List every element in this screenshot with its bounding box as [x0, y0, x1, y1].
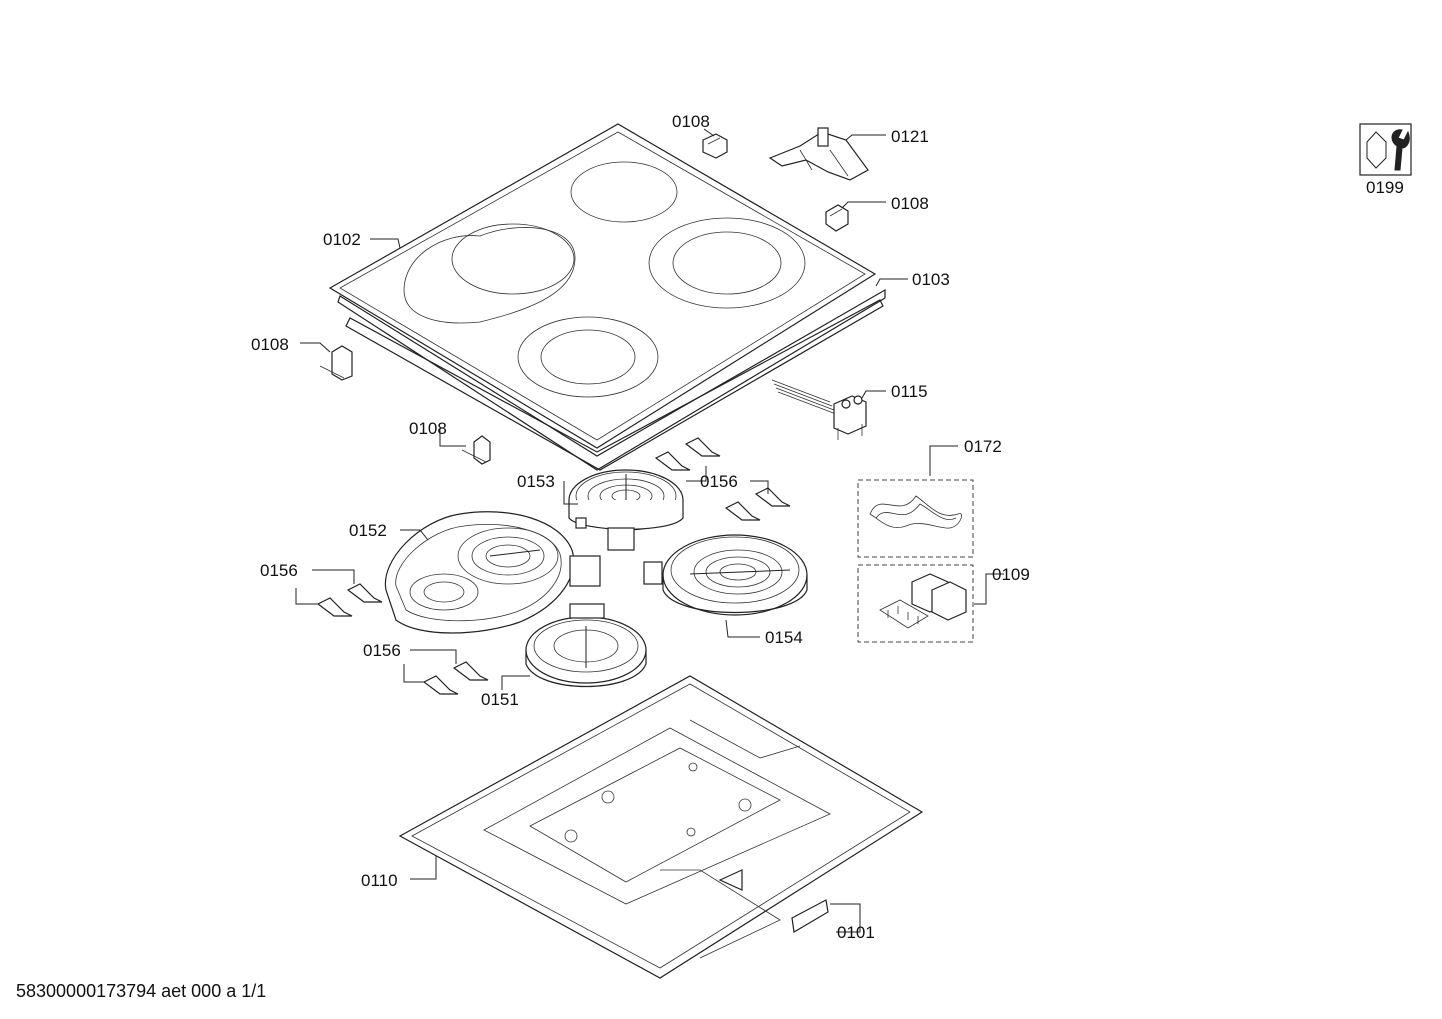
- leader-lines: [295, 128, 1004, 933]
- spring-0156-b[interactable]: [724, 487, 791, 521]
- label-0152: 0152: [349, 521, 387, 540]
- clip-0108-left[interactable]: [319, 345, 353, 381]
- label-0108-lower: 0108: [409, 419, 447, 438]
- clip-0108-right[interactable]: [825, 204, 849, 232]
- document-footer: 58300000173794 aet 000 a 1/1: [16, 981, 267, 1001]
- label-0102: 0102: [323, 230, 361, 249]
- clip-0108-top[interactable]: [702, 133, 728, 159]
- radiant-heater-0153[interactable]: [568, 469, 684, 551]
- radiant-heater-0154[interactable]: [643, 534, 808, 616]
- clip-0108-lower[interactable]: [461, 435, 491, 465]
- glass-ceramic-hob-0102[interactable]: [328, 123, 877, 449]
- label-0151: 0151: [481, 690, 519, 709]
- label-0156-left: 0156: [260, 561, 298, 580]
- label-0115: 0115: [891, 382, 928, 401]
- base-tray-0110[interactable]: [398, 675, 924, 979]
- label-0108-left: 0108: [251, 335, 289, 354]
- label-0109: 0109: [992, 565, 1030, 584]
- rating-plate-0101[interactable]: [791, 899, 829, 933]
- bracket-0121[interactable]: [768, 127, 869, 181]
- oval-heater-0152[interactable]: [384, 511, 601, 634]
- spring-0156-a[interactable]: [654, 437, 721, 471]
- wrench-icon[interactable]: [1359, 123, 1412, 176]
- spring-0156-c[interactable]: [316, 583, 383, 617]
- ring-heater-0151[interactable]: [525, 603, 647, 687]
- frame-seal-0103[interactable]: [337, 288, 886, 471]
- spring-0156-d[interactable]: [422, 661, 489, 695]
- label-0153: 0153: [517, 472, 555, 491]
- label-0103: 0103: [912, 270, 950, 289]
- label-0110: 0110: [361, 871, 398, 890]
- terminal-block-0115[interactable]: [771, 379, 867, 440]
- label-0154: 0154: [765, 628, 803, 647]
- label-0156-lower: 0156: [363, 641, 401, 660]
- label-0172: 0172: [964, 437, 1002, 456]
- part-labels: 0108 0121 0108 0102 0103 0108 0115 0108 …: [251, 112, 1404, 942]
- connector-set-0109[interactable]: [857, 564, 974, 643]
- label-0108-top: 0108: [672, 112, 710, 131]
- label-0199: 0199: [1366, 178, 1404, 197]
- label-0121: 0121: [891, 127, 929, 146]
- label-0101: 0101: [837, 923, 875, 942]
- label-0108-right: 0108: [891, 194, 929, 213]
- cable-set-0172[interactable]: [857, 479, 974, 558]
- label-0156-right: 0156: [700, 472, 738, 491]
